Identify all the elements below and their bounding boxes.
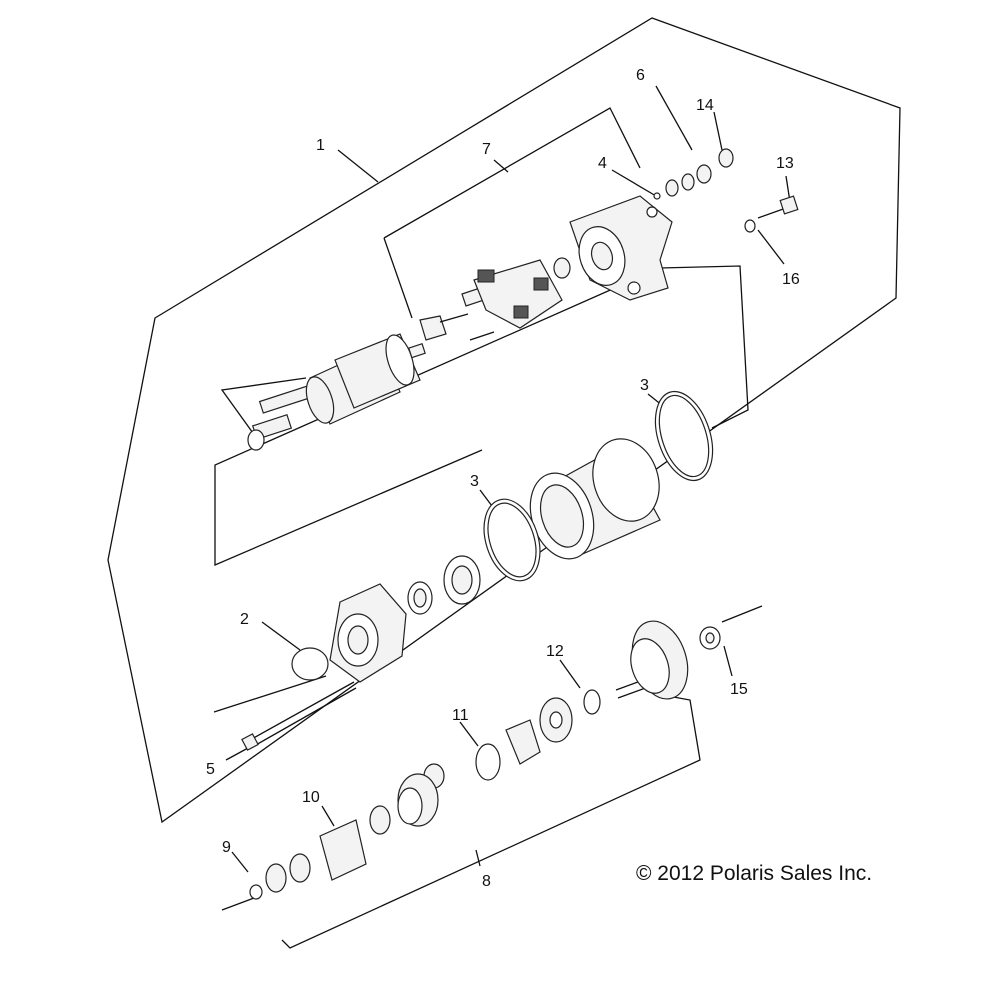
callout-3-lower: 3: [470, 473, 479, 490]
through-bolt: [241, 681, 357, 751]
housing-bracket: [214, 265, 749, 566]
brush-group-boundary: [383, 107, 641, 319]
drive-housing: [291, 583, 407, 683]
armature: [247, 333, 426, 451]
drive-clutch: [249, 763, 445, 900]
brush-holder: [419, 257, 571, 341]
callout-1: 1: [316, 137, 325, 154]
armature-bracket: [220, 377, 307, 441]
callout-5: 5: [206, 761, 215, 778]
end-cap: [569, 195, 673, 301]
callout-14: 14: [696, 97, 714, 114]
callout-9: 9: [222, 839, 231, 856]
callout-4: 4: [598, 155, 607, 172]
bearings: [407, 555, 481, 615]
hardware-top: [653, 148, 799, 233]
callout-2: 2: [240, 611, 249, 628]
drive-bracket: [281, 695, 701, 949]
callout-3-upper: 3: [640, 377, 649, 394]
callout-6: 6: [636, 67, 645, 84]
callouts: 1 7 4 6 14 13 16 3 3 2 5 11 12 15 10 9 8: [206, 67, 800, 890]
copyright-notice: © 2012 Polaris Sales Inc.: [636, 862, 873, 885]
centerlines: [213, 605, 763, 911]
callout-10: 10: [302, 789, 320, 806]
callout-7: 7: [482, 141, 491, 158]
motor-housing: [483, 390, 714, 582]
callout-11: 11: [452, 707, 469, 724]
assembly-boundary: [107, 17, 901, 824]
callout-8: 8: [482, 873, 491, 890]
pinion-assembly: [475, 620, 721, 781]
leader-lines: [225, 85, 791, 873]
callout-15: 15: [730, 681, 748, 698]
callout-13: 13: [776, 155, 794, 172]
callout-16: 16: [782, 271, 800, 288]
callout-12: 12: [546, 643, 564, 660]
